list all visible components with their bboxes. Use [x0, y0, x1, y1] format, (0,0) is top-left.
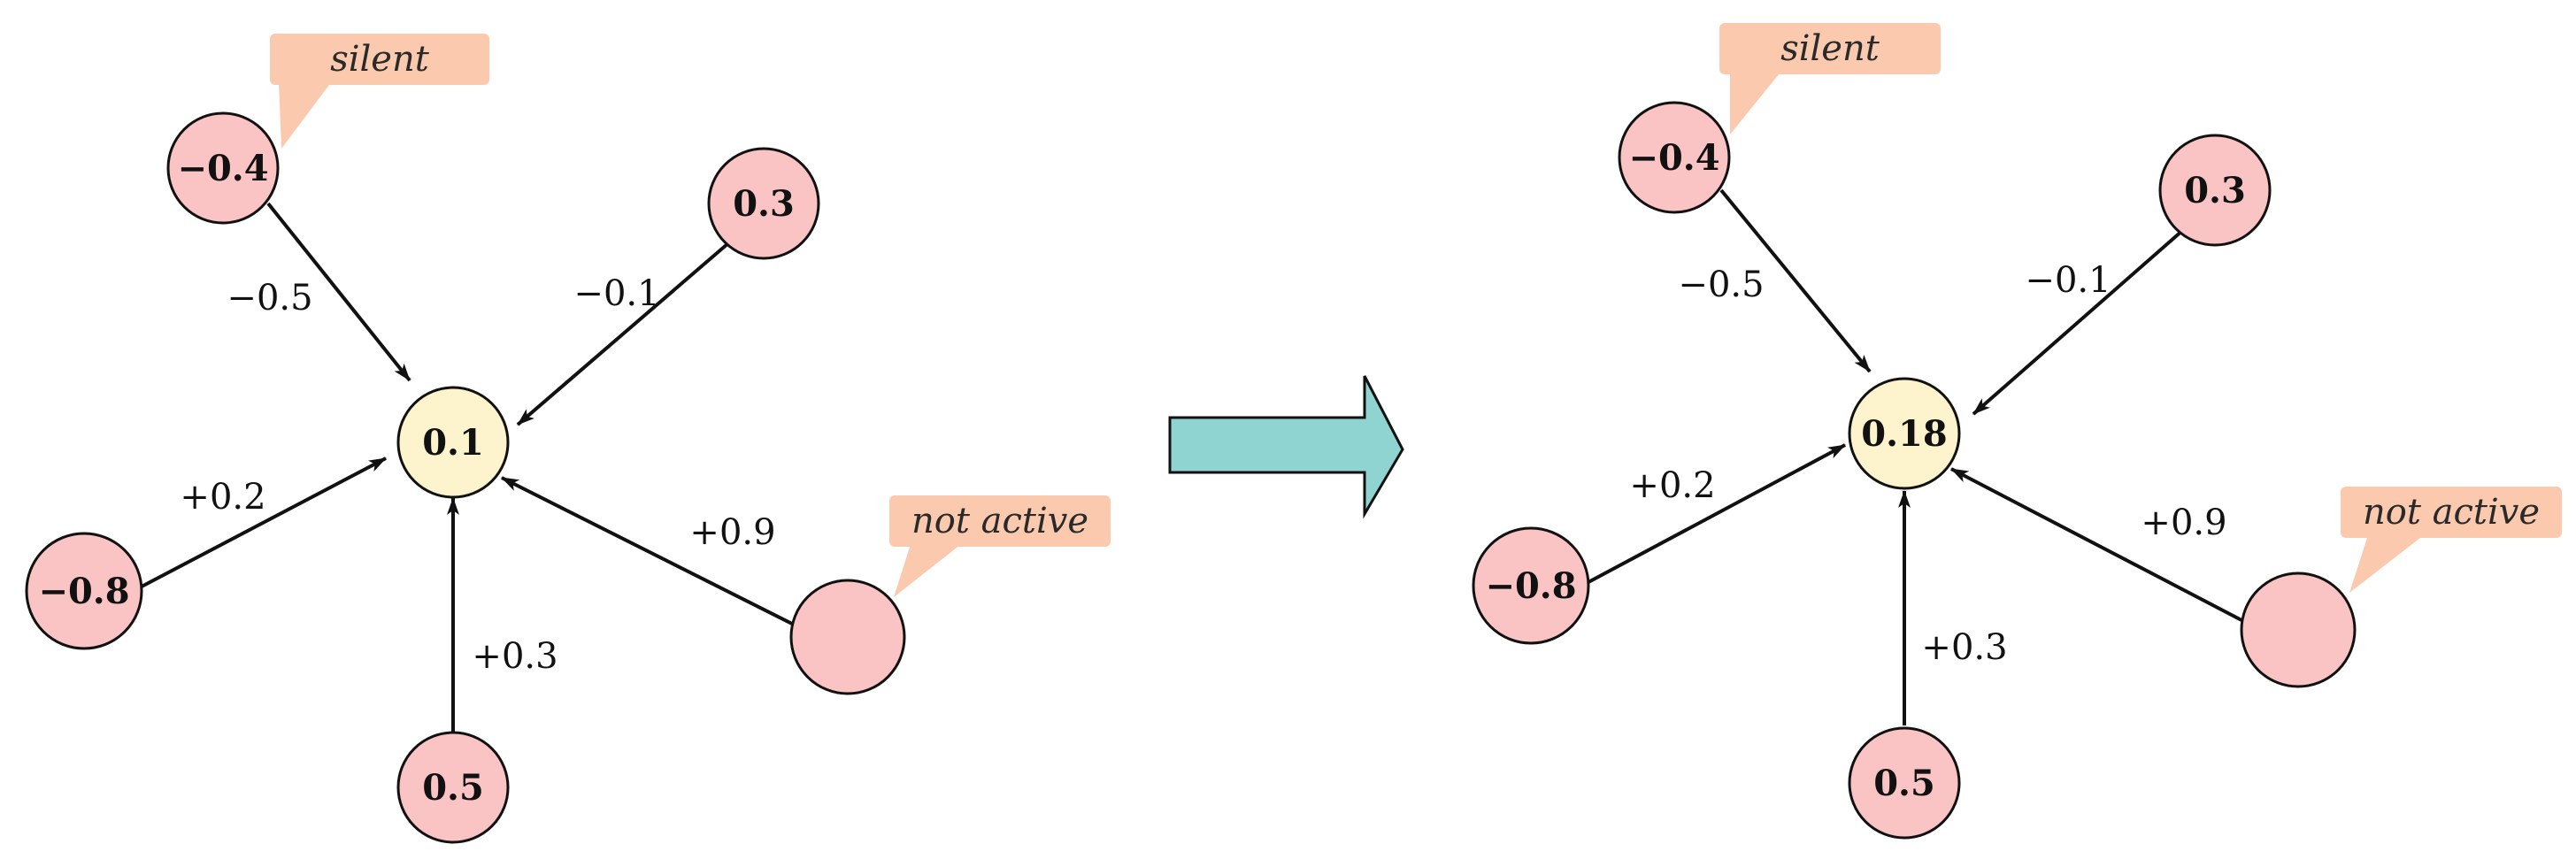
output-node: 0.18	[1848, 377, 1961, 490]
node-value: −0.8	[38, 571, 129, 612]
callout-silent: silent	[270, 34, 489, 149]
callout-not-active: not active	[889, 495, 1111, 597]
callout-silent-label: silent	[1780, 28, 1880, 69]
input-node-top-right: 0.3	[707, 147, 820, 260]
input-node-left: −0.8	[25, 532, 143, 650]
node-value: −0.8	[1485, 565, 1576, 607]
callout-silent-label: silent	[330, 39, 430, 80]
node-value: −0.4	[177, 148, 268, 189]
node-value: 0.5	[1873, 763, 1935, 804]
panel-before: silent not active −0.5 −0.1 +0.2 +0.3 +0…	[25, 34, 1111, 844]
weight-top-left: −0.5	[227, 278, 312, 318]
node-value: 0.3	[733, 183, 795, 225]
edge-top-left	[1719, 188, 1872, 373]
node-value: 0.3	[2184, 170, 2246, 211]
input-node-left: −0.8	[1472, 526, 1590, 645]
input-node-top-right: 0.3	[2158, 134, 2272, 247]
callout-not-active-label: not active	[911, 501, 1088, 541]
node-value: −0.4	[1628, 137, 1719, 179]
weight-top-left: −0.5	[1678, 265, 1764, 305]
output-value: 0.18	[1861, 413, 1947, 455]
panel-after: silent not active −0.5 −0.1 +0.2 +0.3 +0…	[1472, 23, 2562, 840]
weight-left: +0.2	[1629, 465, 1715, 506]
weight-right: +0.9	[2141, 503, 2226, 543]
edge-top-left	[266, 202, 411, 382]
edge-top-right	[516, 242, 730, 426]
edge-right	[501, 476, 793, 625]
callout-not-active-label: not active	[2363, 492, 2540, 533]
weight-top-right: −0.1	[573, 273, 659, 314]
edge-top-right	[1972, 228, 2185, 416]
input-node-top-left: −0.4	[166, 111, 280, 225]
input-node-bottom: 0.5	[396, 731, 510, 844]
callout-silent: silent	[1719, 23, 1941, 134]
weight-right: +0.9	[689, 512, 775, 553]
node-value: 0.5	[422, 767, 484, 809]
weight-top-right: −0.1	[2025, 260, 2111, 301]
callout-not-active: not active	[2341, 487, 2562, 593]
edge-right	[1950, 467, 2244, 623]
input-node-right	[789, 579, 906, 695]
input-node-right	[2240, 572, 2357, 688]
right-arrow-icon	[1168, 375, 1404, 519]
weight-left: +0.2	[180, 477, 265, 518]
output-node: 0.1	[396, 386, 510, 499]
edge-left	[141, 457, 387, 588]
input-node-bottom: 0.5	[1848, 726, 1961, 840]
input-node-top-left: −0.4	[1618, 101, 1731, 214]
weight-bottom: +0.3	[472, 636, 557, 677]
weight-bottom: +0.3	[1921, 627, 2007, 668]
edge-left	[1588, 443, 1846, 584]
output-value: 0.1	[422, 422, 484, 464]
